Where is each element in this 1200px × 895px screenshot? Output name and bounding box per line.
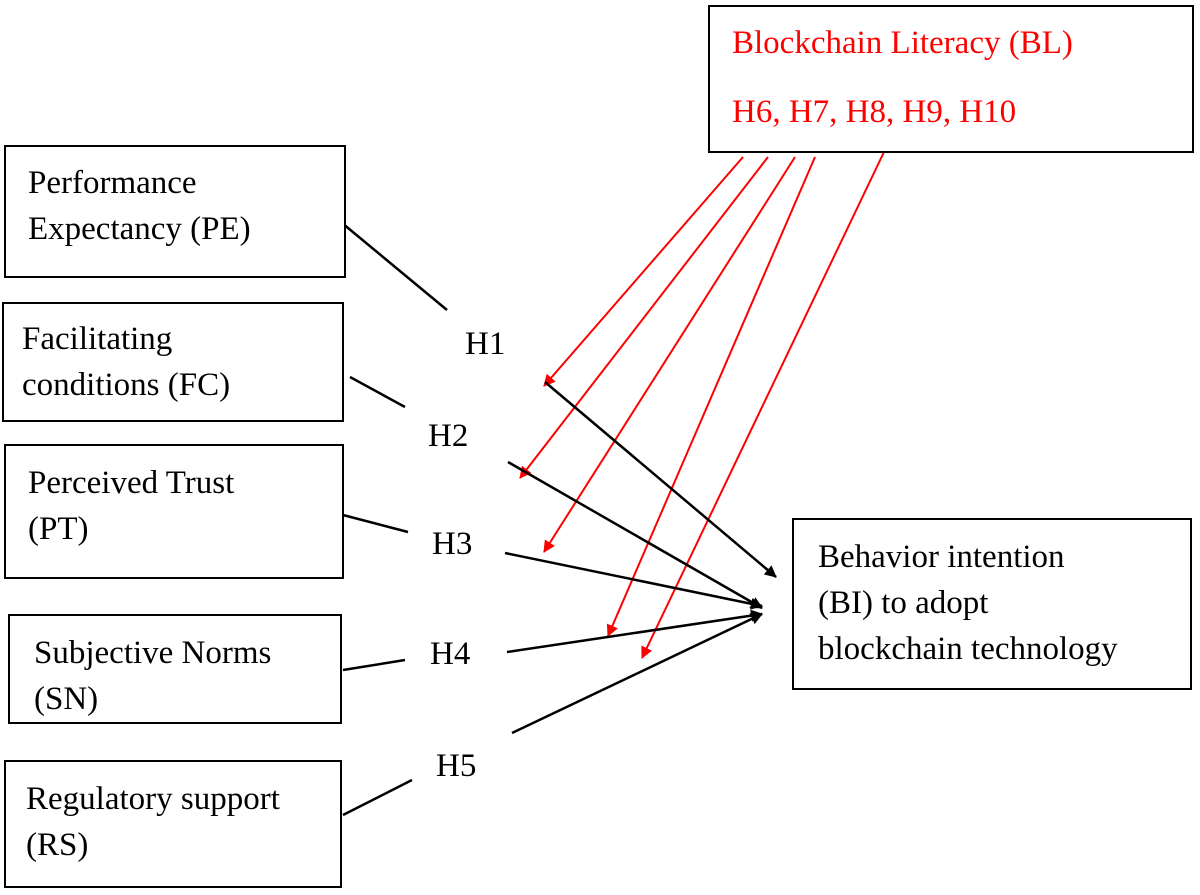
regulatory-support-box: Regulatory support (RS) (4, 760, 342, 888)
pt-connector-line (342, 513, 409, 534)
h1-label: H1 (465, 326, 506, 362)
sn-connector-line (342, 658, 406, 672)
performance-expectancy-label: Performance Expectancy (PE) (28, 165, 251, 247)
subjective-norms-label: Subjective Norms (SN) (34, 635, 272, 717)
h3-label: H3 (432, 526, 473, 562)
h5-arrow (511, 612, 763, 735)
perceived-trust-box: Perceived Trust (PT) (4, 444, 344, 579)
facilitating-conditions-box: Facilitating conditions (FC) (2, 302, 344, 422)
h3-arrow (504, 551, 763, 610)
blockchain-literacy-box: Blockchain Literacy (BL) H6, H7, H8, H9,… (708, 5, 1194, 153)
behavior-intention-label: Behavior intention (BI) to adopt blockch… (818, 539, 1118, 667)
moderator-hypotheses-label: H6, H7, H8, H9, H10 (732, 94, 1017, 130)
h8-moderation-arrow (543, 156, 796, 553)
h9-moderation-arrow (606, 156, 816, 637)
facilitating-conditions-label: Facilitating conditions (FC) (22, 321, 231, 403)
h6-moderation-arrow (543, 156, 744, 387)
performance-expectancy-box: Performance Expectancy (PE) (4, 145, 346, 278)
h10-moderation-arrow (641, 151, 885, 659)
moderator-arrows (519, 151, 885, 659)
h5-label: H5 (436, 748, 477, 784)
construct-connectors (341, 222, 448, 817)
h7-moderation-arrow (519, 156, 769, 479)
blockchain-literacy-label: Blockchain Literacy (BL) (732, 25, 1073, 61)
subjective-norms-box: Subjective Norms (SN) (8, 614, 342, 724)
rs-connector-line (342, 778, 413, 817)
hypothesis-arrows (504, 381, 777, 735)
h4-arrow (506, 609, 763, 654)
h4-label: H4 (430, 636, 471, 672)
fc-connector-line (349, 375, 406, 409)
perceived-trust-label: Perceived Trust (PT) (28, 465, 235, 547)
pe-connector-line (341, 222, 448, 311)
regulatory-support-label: Regulatory support (RS) (26, 781, 280, 863)
h2-arrow (507, 460, 763, 610)
behavior-intention-box: Behavior intention (BI) to adopt blockch… (792, 518, 1192, 690)
h1-arrow (544, 381, 777, 578)
h2-label: H2 (428, 418, 469, 454)
